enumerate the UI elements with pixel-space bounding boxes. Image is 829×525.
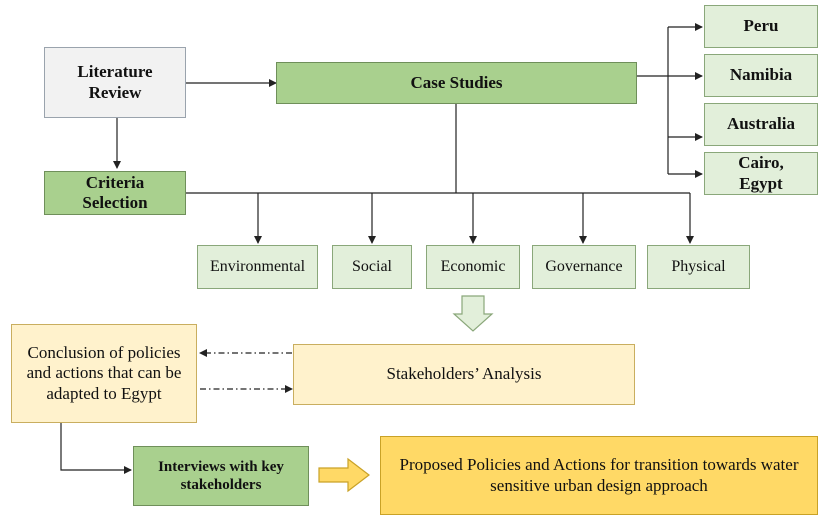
- country-cairo-label: Cairo, Egypt: [738, 153, 784, 193]
- country-namibia-label: Namibia: [729, 65, 793, 85]
- criterion-social-label: Social: [352, 258, 392, 276]
- criteria-selection-label: Criteria Selection: [82, 172, 148, 212]
- criterion-governance-label: Governance: [545, 258, 623, 276]
- country-namibia-box: Namibia: [704, 54, 818, 97]
- conclusion-box: Conclusion of policies and actions that …: [11, 324, 197, 423]
- arrow-conclusion-to-interviews: [60, 423, 132, 474]
- proposed-policies-box: Proposed Policies and Actions for transi…: [380, 436, 818, 515]
- criteria-selection-box: Criteria Selection: [44, 171, 186, 215]
- criterion-governance-box: Governance: [532, 245, 636, 289]
- interviews-label: Interviews with key stakeholders: [158, 459, 284, 493]
- block-right-arrow: [318, 457, 370, 493]
- criterion-physical-box: Physical: [647, 245, 750, 289]
- conclusion-label: Conclusion of policies and actions that …: [26, 342, 182, 403]
- literature-review-box: Literature Review: [44, 47, 186, 118]
- case-studies-label: Case Studies: [410, 72, 503, 92]
- stakeholders-analysis-label: Stakeholders’ Analysis: [386, 364, 542, 384]
- criterion-environmental-box: Environmental: [197, 245, 318, 289]
- criterion-economic-label: Economic: [440, 258, 506, 276]
- country-australia-box: Australia: [704, 103, 818, 146]
- country-australia-label: Australia: [727, 114, 795, 134]
- case-studies-box: Case Studies: [276, 62, 637, 104]
- proposed-policies-label: Proposed Policies and Actions for transi…: [399, 455, 799, 495]
- country-peru-box: Peru: [704, 5, 818, 48]
- interviews-box: Interviews with key stakeholders: [133, 446, 309, 506]
- criterion-physical-label: Physical: [671, 258, 726, 276]
- criterion-economic-box: Economic: [426, 245, 520, 289]
- stakeholders-analysis-box: Stakeholders’ Analysis: [293, 344, 635, 405]
- criterion-social-box: Social: [332, 245, 412, 289]
- criterion-environmental-label: Environmental: [209, 258, 306, 276]
- country-peru-label: Peru: [743, 16, 779, 36]
- literature-review-label: Literature Review: [77, 62, 153, 102]
- block-down-arrow: [452, 295, 494, 332]
- country-cairo-box: Cairo, Egypt: [704, 152, 818, 195]
